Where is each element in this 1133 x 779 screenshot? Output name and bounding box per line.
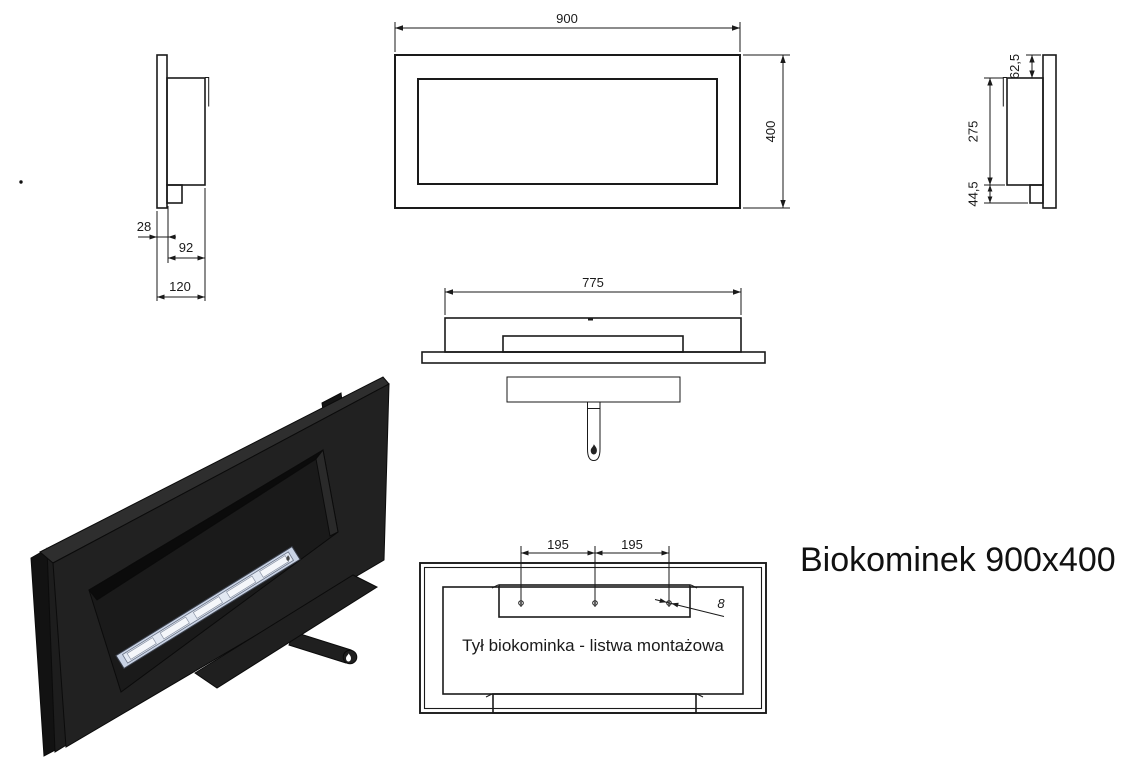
burner-slider-plate: [259, 555, 290, 578]
dimension-275: 275: [966, 77, 1005, 186]
flame-icon: [590, 444, 597, 455]
side-view-right: 62,5 275 44,5: [966, 54, 1057, 209]
bracket-bar: [194, 574, 379, 689]
front-opening: [417, 78, 718, 185]
isometric-view: [30, 376, 390, 757]
dimension-62-5: 62,5: [1007, 54, 1041, 79]
dimension-28: 28: [137, 206, 176, 301]
dim-label-44-5: 44,5: [966, 181, 981, 206]
back-view-label: Tył biokominka - listwa montażowa: [462, 636, 724, 655]
body-outline: [444, 317, 742, 353]
side-view-left: 28 92 120: [137, 54, 210, 301]
mounting-hole: [592, 600, 598, 606]
dim-label-195-left: 195: [547, 537, 569, 552]
burner-slider-plate: [126, 637, 157, 660]
front-outer-frame: [394, 54, 741, 209]
dim-label-28: 28: [137, 219, 151, 234]
burner-slider-plate: [226, 575, 257, 599]
dim-label-62-5: 62,5: [1007, 54, 1022, 79]
body-outline: [1006, 77, 1044, 186]
mounting-hole: [666, 600, 672, 606]
wall-plate-outline: [156, 54, 168, 209]
dim-label-92: 92: [179, 240, 193, 255]
front-view: 900 400: [394, 11, 790, 209]
hole-diameter-leader: 8: [654, 596, 725, 617]
wall-plate-outline: [421, 351, 766, 364]
mounting-bracket-3d: [194, 574, 379, 689]
stray-mark: [19, 180, 23, 184]
dim-label-275: 275: [966, 121, 981, 143]
mounting-bracket-front: [506, 376, 681, 462]
dim-label-hole-dia: 8: [717, 596, 725, 611]
corner-tick: [491, 584, 499, 589]
bottom-step-outline: [1029, 184, 1044, 204]
dim-label-120: 120: [169, 279, 191, 294]
body-outline: [166, 77, 206, 186]
mount-strip-edge: [205, 77, 210, 107]
dimension-44-5: 44,5: [966, 181, 1028, 207]
recess-right-wall: [315, 448, 339, 537]
mounting-hole: [518, 600, 524, 606]
mount-strip-edge: [1002, 77, 1007, 107]
burner-slider-plate: [192, 596, 223, 619]
corner-tick: [690, 584, 698, 589]
drawing-title: Biokominek 900x400: [800, 541, 1116, 579]
wall-plate-outline: [1042, 54, 1057, 209]
dimension-92: 92: [168, 188, 206, 301]
back-inner-frame: [423, 566, 763, 710]
dimension-900: 900: [394, 11, 741, 52]
dimension-775: 775: [444, 275, 742, 315]
burner-slider-plate: [159, 616, 190, 640]
back-view: 195 195 8 Tył biokominka - listwa montaż…: [419, 537, 767, 714]
top-view: 775: [421, 275, 766, 462]
bottom-strip: [492, 693, 697, 714]
dim-label-775: 775: [582, 275, 604, 290]
bottom-step-outline: [166, 184, 183, 204]
burner: [115, 545, 301, 670]
dimension-400: 400: [743, 54, 790, 209]
dim-label-900: 900: [556, 11, 578, 26]
dim-label-400: 400: [763, 121, 778, 143]
top-notch: [588, 317, 593, 321]
bracket-bar-outline: [506, 376, 681, 403]
bracket-leg-outline: [587, 402, 601, 462]
corner-tick: [485, 693, 493, 698]
hole-dimensions: 195 195: [520, 537, 670, 607]
dim-label-195-right: 195: [621, 537, 643, 552]
corner-tick: [696, 693, 704, 698]
recess-outline: [502, 335, 684, 353]
dimension-120: 120: [157, 279, 205, 300]
